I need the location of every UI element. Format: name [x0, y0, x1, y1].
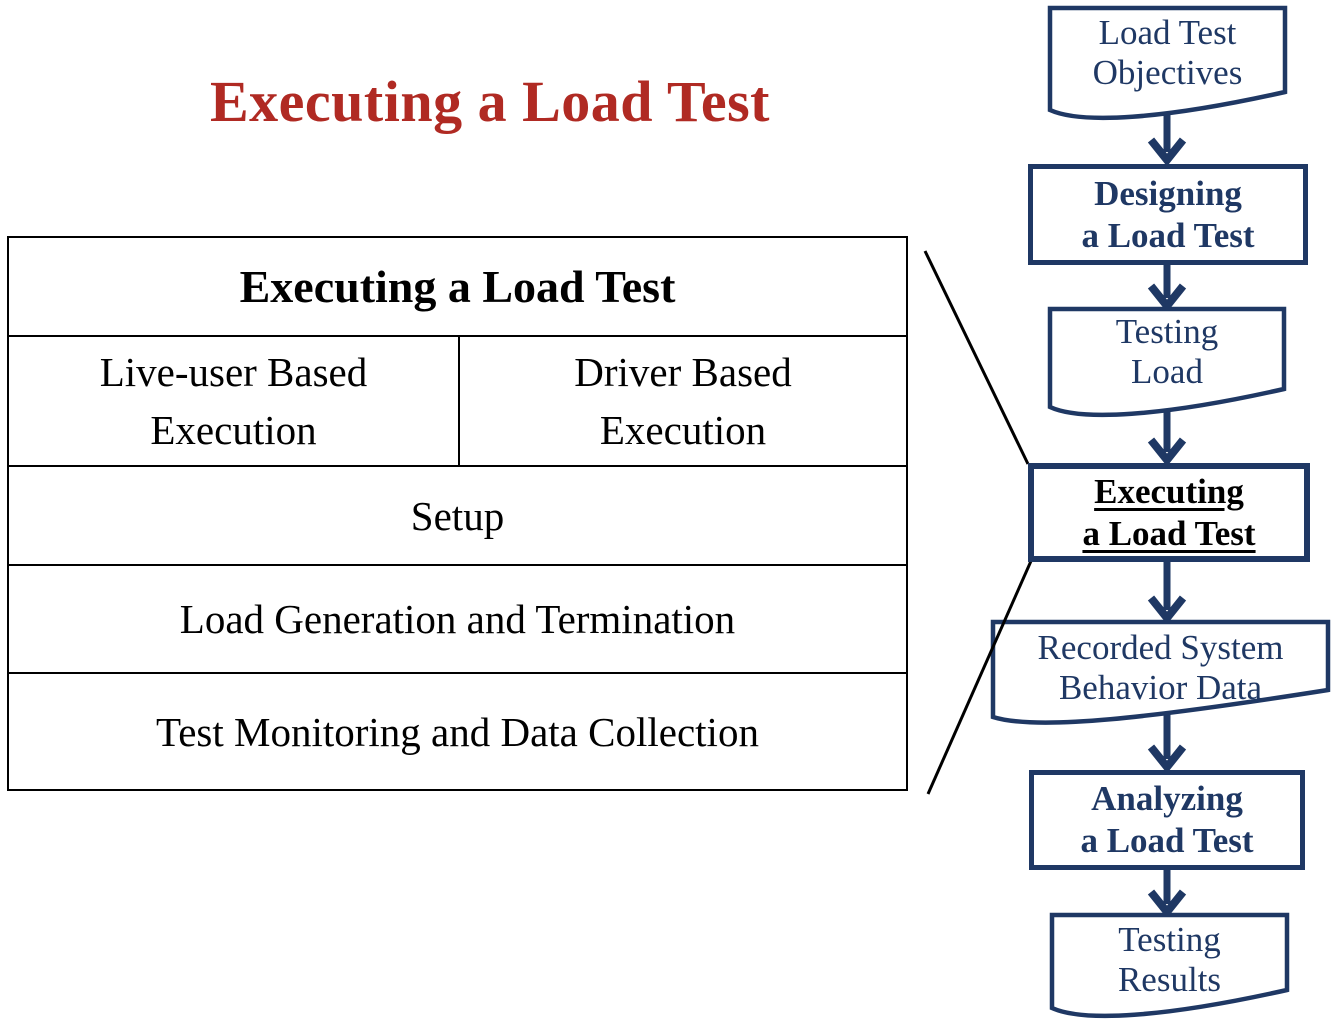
- document-label-load-test-objectives: Load Test Objectives: [1092, 13, 1243, 92]
- document-shape-testing-load: [1047, 306, 1287, 418]
- slide-title: Executing a Load Test: [210, 69, 770, 134]
- document-shape-testing-results: [1049, 912, 1290, 1019]
- execution-detail-table: Executing a Load Test Live-user Based Ex…: [7, 236, 908, 791]
- document-shape-recorded-system-behavior-data: [990, 619, 1331, 725]
- table-execution-row: Live-user Based Execution Driver Based E…: [9, 335, 906, 465]
- callout-lines: [923, 250, 1033, 795]
- process-label-highlighted: Executing a Load Test: [1082, 471, 1256, 553]
- process-box-analyzing-a-load-test: Analyzing a Load Test: [1029, 770, 1305, 870]
- document-shapes: [990, 5, 1331, 1019]
- table-cell-load-generation-and-termination: Load Generation and Termination: [9, 564, 906, 672]
- process-box-executing-a-load-test: Executing a Load Test: [1028, 463, 1310, 562]
- table-cell-live-user-based-execution: Live-user Based Execution: [9, 337, 460, 465]
- table-cell-setup: Setup: [9, 465, 906, 564]
- process-box-designing-a-load-test: Designing a Load Test: [1028, 164, 1308, 265]
- process-label: Designing a Load Test: [1081, 173, 1255, 255]
- document-label-recorded-system-behavior-data: Recorded System Behavior Data: [1037, 628, 1284, 707]
- process-label: Analyzing a Load Test: [1080, 779, 1254, 860]
- table-cell-test-monitoring-and-data-collection: Test Monitoring and Data Collection: [9, 672, 906, 789]
- flow-arrows: [1147, 105, 1187, 919]
- document-label-testing-results: Testing Results: [1117, 920, 1222, 999]
- document-label-testing-load: Testing Load: [1115, 312, 1219, 391]
- table-header-cell: Executing a Load Test: [239, 261, 676, 312]
- document-shape-load-test-objectives: [1047, 5, 1288, 121]
- table-cell-driver-based-execution: Driver Based Execution: [574, 349, 792, 453]
